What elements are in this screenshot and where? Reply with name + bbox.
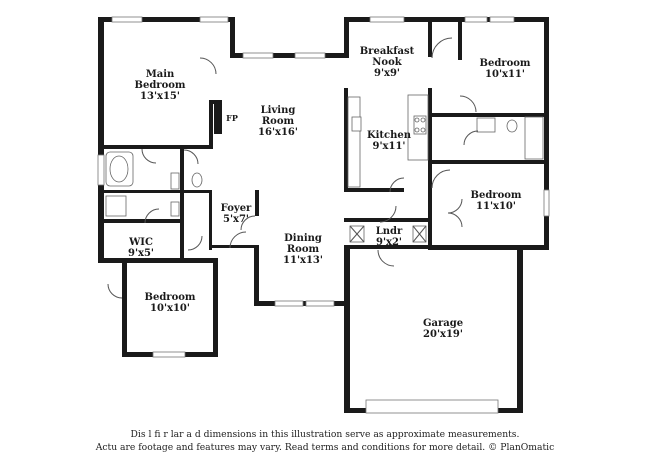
bedroom-e-dims: 11'x10' bbox=[476, 201, 516, 212]
laundry-dims: 9'x2' bbox=[376, 237, 402, 248]
laundry-name: Lndr bbox=[376, 226, 403, 237]
wic-name: WIC bbox=[128, 237, 153, 248]
bedroom-sw-dims: 10'x10' bbox=[150, 303, 190, 314]
kitchen-dims: 9'x11' bbox=[373, 141, 406, 152]
fixtures bbox=[105, 37, 544, 299]
disclaimer-line-2: Actu are footage and features may vary. … bbox=[95, 442, 555, 453]
breakfast-nook-name-line2: Nook bbox=[372, 57, 402, 68]
wic-dims: 9'x5' bbox=[128, 248, 154, 259]
walls bbox=[98, 17, 549, 413]
kitchen-name: Kitchen bbox=[367, 130, 412, 141]
breakfast-nook-name-line1: Breakfast bbox=[360, 46, 415, 57]
foyer-dims: 5'x7' bbox=[223, 214, 249, 225]
foyer-name: Foyer bbox=[221, 203, 252, 214]
main-bedroom-name-line2: Bedroom bbox=[135, 80, 186, 91]
bedroom-sw-name: Bedroom bbox=[145, 292, 196, 303]
garage-dims: 20'x19' bbox=[423, 329, 463, 340]
main-bedroom-name-line1: Main bbox=[146, 69, 175, 80]
disclaimer-line-1: Dis l fi r lar a d dimensions in this il… bbox=[130, 429, 520, 440]
bedroom-e-name: Bedroom bbox=[471, 190, 522, 201]
bedroom-ne-dims: 10'x11' bbox=[485, 69, 525, 80]
fireplace-label: FP bbox=[226, 113, 238, 123]
main-bedroom-dims: 13'x15' bbox=[140, 91, 180, 102]
dining-room-name-line1: Dining bbox=[284, 233, 322, 244]
dining-room-name-line2: Room bbox=[287, 244, 320, 255]
garage-name: Garage bbox=[423, 318, 463, 329]
breakfast-nook-dims: 9'x9' bbox=[374, 68, 400, 79]
dining-room-dims: 11'x13' bbox=[283, 255, 323, 266]
bedroom-ne-name: Bedroom bbox=[480, 58, 531, 69]
windows bbox=[97, 16, 550, 414]
living-room-name-line1: Living bbox=[261, 105, 296, 116]
living-room-name-line2: Room bbox=[262, 116, 295, 127]
living-room-dims: 16'x16' bbox=[258, 127, 298, 138]
